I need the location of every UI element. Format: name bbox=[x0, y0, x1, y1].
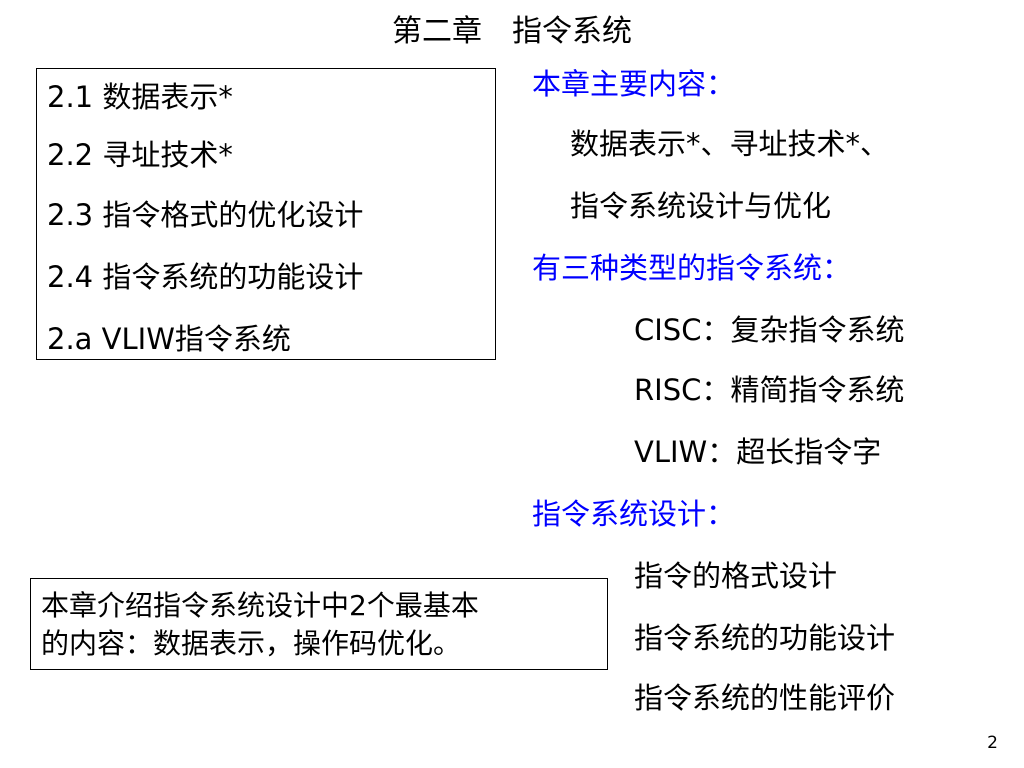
type-cisc: CISC：复杂指令系统 bbox=[634, 313, 905, 347]
main-content-line-1: 数据表示*、寻址技术*、 bbox=[570, 127, 890, 161]
type-risc: RISC：精简指令系统 bbox=[634, 373, 905, 407]
design-item-performance: 指令系统的性能评价 bbox=[634, 681, 896, 715]
note-line-1: 本章介绍指令系统设计中2个最基本 bbox=[41, 589, 479, 622]
types-heading: 有三种类型的指令系统： bbox=[532, 251, 852, 285]
toc-item-2-4: 2.4 指令系统的功能设计 bbox=[47, 260, 364, 294]
note-line-2: 的内容：数据表示，操作码优化。 bbox=[41, 627, 462, 660]
toc-item-2-3: 2.3 指令格式的优化设计 bbox=[47, 198, 364, 232]
main-content-heading: 本章主要内容： bbox=[532, 67, 736, 101]
toc-item-2-a: 2.a VLIW指令系统 bbox=[47, 322, 291, 356]
main-content-line-2: 指令系统设计与优化 bbox=[570, 189, 832, 223]
note-box: 本章介绍指令系统设计中2个最基本 的内容：数据表示，操作码优化。 bbox=[30, 578, 608, 670]
toc-item-2-2: 2.2 寻址技术* bbox=[47, 138, 233, 172]
design-heading: 指令系统设计： bbox=[532, 497, 736, 531]
page-number: 2 bbox=[987, 733, 998, 753]
design-item-function: 指令系统的功能设计 bbox=[634, 621, 896, 655]
type-vliw: VLIW：超长指令字 bbox=[634, 435, 882, 469]
toc-item-2-1: 2.1 数据表示* bbox=[47, 80, 233, 114]
design-item-format: 指令的格式设计 bbox=[634, 559, 838, 593]
toc-box: 2.1 数据表示* 2.2 寻址技术* 2.3 指令格式的优化设计 2.4 指令… bbox=[36, 68, 496, 360]
slide-title: 第二章 指令系统 bbox=[392, 14, 632, 49]
